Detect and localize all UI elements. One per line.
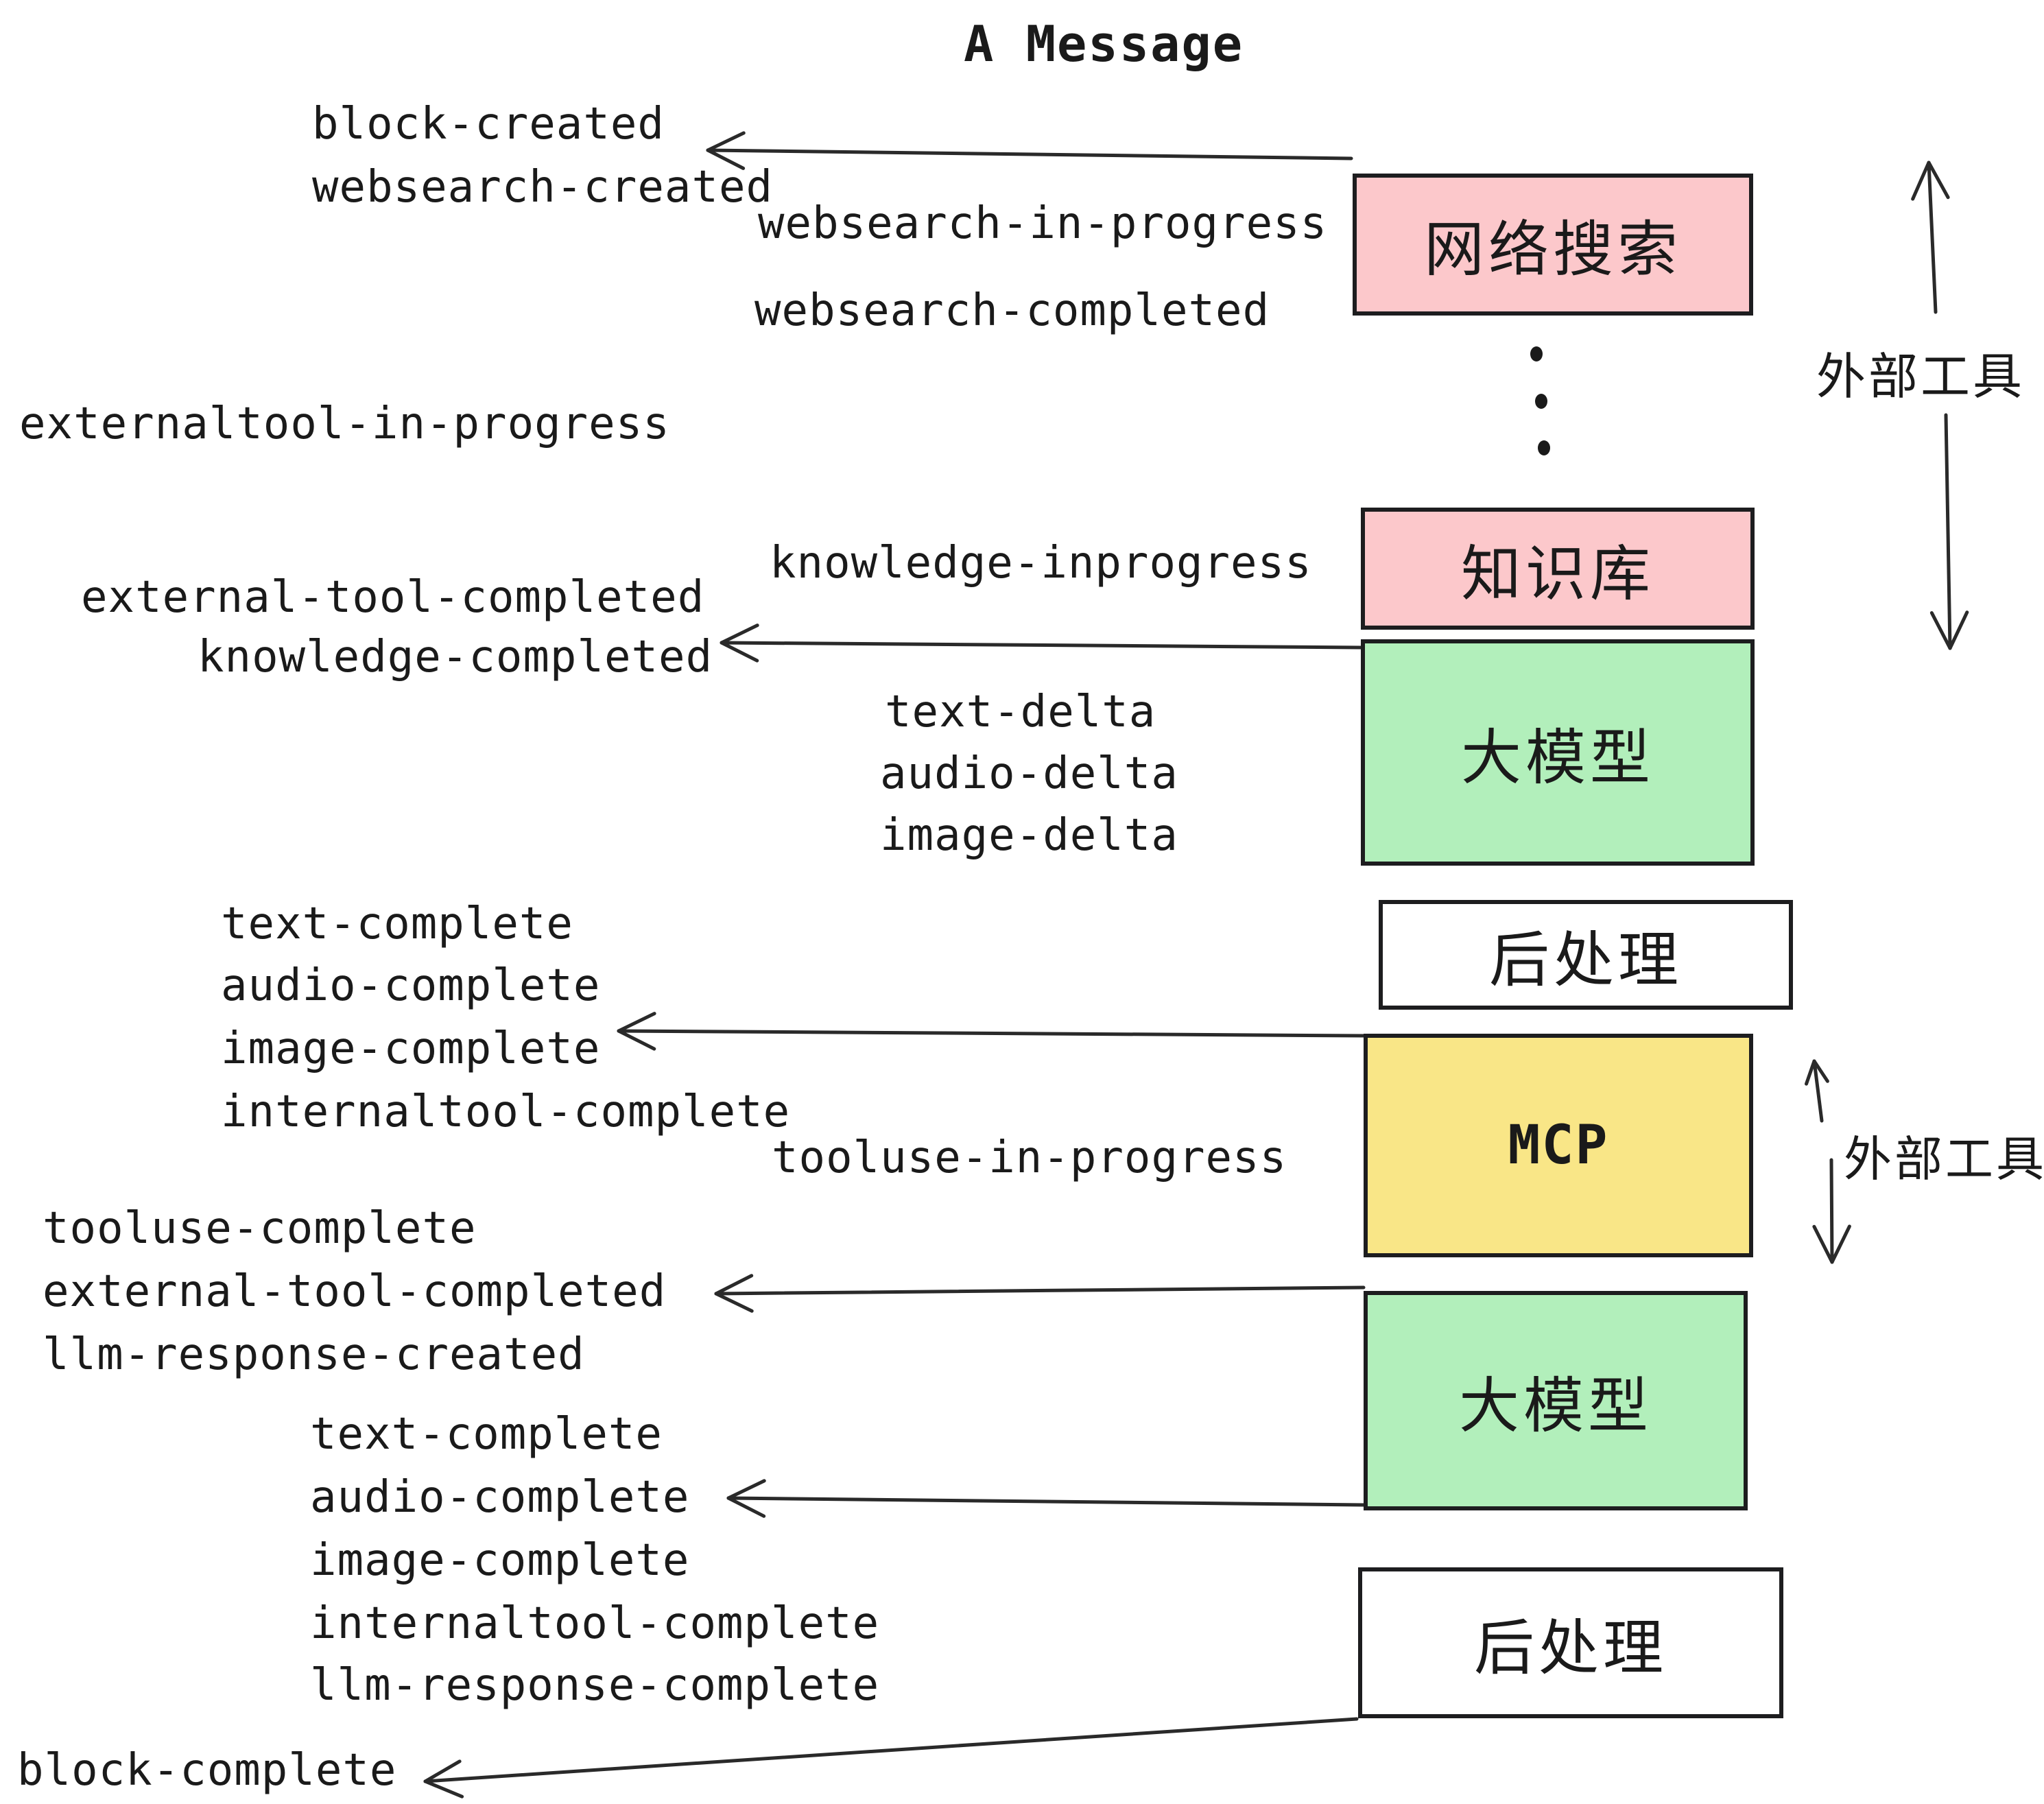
arrow-to-websearch-created-head xyxy=(706,148,746,170)
arrow-to-websearch-created-head xyxy=(706,131,746,152)
box-llm-1: 大模型 xyxy=(1361,639,1755,866)
arrow-to-audio-complete-head xyxy=(726,1496,766,1518)
event-label-block-complete: block-complete xyxy=(17,1745,397,1796)
arrow-external-tools-up-head xyxy=(1911,161,1931,201)
arrow-external-tools-down-head xyxy=(1948,610,1969,650)
ellipsis-dot-1 xyxy=(1530,346,1543,361)
box-llm-2: 大模型 xyxy=(1364,1291,1748,1510)
side-label-external-tools-mcp: 外部工具 xyxy=(1844,1131,2044,1187)
box-llm-1-label: 大模型 xyxy=(1460,722,1654,793)
box-websearch: 网络搜索 xyxy=(1353,174,1753,316)
event-label-external-tool-completed-2: external-tool-completed xyxy=(43,1266,667,1317)
event-label-image-complete-1: image-complete xyxy=(221,1023,601,1074)
box-postprocess-2-label: 后处理 xyxy=(1473,1612,1667,1683)
arrow-to-block-complete-head xyxy=(423,1759,462,1783)
event-label-websearch-created: websearch-created xyxy=(312,162,774,213)
box-postprocess-1: 后处理 xyxy=(1379,900,1793,1010)
event-label-block-created: block-created xyxy=(312,99,665,150)
event-label-external-tool-completed-1: external-tool-completed xyxy=(81,572,705,623)
arrow-to-knowledge-completed-head xyxy=(720,624,759,645)
event-label-internaltool-complete-1: internaltool-complete xyxy=(221,1087,791,1137)
box-mcp: MCP xyxy=(1364,1034,1753,1257)
arrow-to-tooluse-complete-head xyxy=(714,1292,754,1313)
box-websearch-label: 网络搜索 xyxy=(1423,214,1682,285)
arrow-mcp-external-down-head xyxy=(1812,1224,1834,1264)
event-label-knowledge-completed: knowledge-completed xyxy=(198,632,713,683)
arrow-mcp-external-up xyxy=(1812,1059,1824,1123)
event-label-llm-response-created: llm-response-created xyxy=(43,1329,585,1380)
side-label-external-tools-top: 外部工具 xyxy=(1816,348,2025,405)
arrow-mcp-external-up-head xyxy=(1812,1059,1829,1083)
box-mcp-label: MCP xyxy=(1508,1115,1609,1176)
event-label-tooluse-in-progress: tooluse-in-progress xyxy=(772,1132,1287,1183)
event-label-internaltool-complete-2: internaltool-complete xyxy=(310,1598,880,1649)
arrow-mcp-external-down xyxy=(1829,1158,1834,1264)
box-llm-2-label: 大模型 xyxy=(1458,1370,1652,1441)
arrow-to-image-complete-head xyxy=(617,1012,656,1033)
box-knowledge-base: 知识库 xyxy=(1361,508,1755,630)
arrow-to-knowledge-completed xyxy=(720,641,1363,650)
arrow-to-audio-complete-head xyxy=(726,1479,766,1500)
box-knowledge-base-label: 知识库 xyxy=(1460,538,1654,609)
event-label-websearch-in-progress: websearch-in-progress xyxy=(758,198,1328,249)
event-label-knowledge-inprogress: knowledge-inprogress xyxy=(770,538,1312,589)
event-label-audio-delta-1: audio-delta xyxy=(880,748,1178,799)
arrow-external-tools-up-head xyxy=(1927,161,1950,200)
event-label-websearch-completed: websearch-completed xyxy=(754,285,1270,336)
event-label-text-complete-2: text-complete xyxy=(310,1409,663,1460)
event-label-audio-complete-1: audio-complete xyxy=(221,960,601,1011)
arrow-to-block-complete-head xyxy=(423,1779,464,1799)
arrow-to-tooluse-complete-head xyxy=(714,1274,754,1296)
diagram-title: A Message xyxy=(964,15,1244,73)
box-postprocess-1-label: 后处理 xyxy=(1488,924,1683,995)
arrow-to-audio-complete xyxy=(726,1496,1366,1507)
arrow-to-image-complete xyxy=(617,1029,1368,1038)
event-label-audio-complete-2: audio-complete xyxy=(310,1472,690,1523)
ellipsis-dot-3 xyxy=(1538,440,1550,455)
arrow-external-tools-up xyxy=(1927,161,1938,314)
arrow-to-image-complete-head xyxy=(617,1029,656,1051)
arrow-to-knowledge-completed-head xyxy=(720,641,759,663)
event-label-tooluse-complete: tooluse-complete xyxy=(43,1203,477,1254)
arrow-mcp-external-up-head xyxy=(1804,1059,1816,1086)
event-label-text-delta-1: text-delta xyxy=(885,687,1156,737)
box-postprocess-2: 后处理 xyxy=(1358,1567,1783,1718)
event-label-image-delta-1: image-delta xyxy=(880,810,1178,861)
event-label-llm-response-complete: llm-response-complete xyxy=(310,1660,880,1711)
ellipsis-dot-2 xyxy=(1535,394,1547,409)
event-label-image-complete-2: image-complete xyxy=(310,1535,690,1586)
arrow-to-tooluse-complete xyxy=(714,1285,1366,1296)
arrow-to-websearch-created xyxy=(706,148,1353,161)
arrow-mcp-external-down-head xyxy=(1830,1224,1851,1264)
arrow-external-tools-down xyxy=(1944,413,1952,650)
event-label-text-complete-1: text-complete xyxy=(221,899,573,949)
event-label-externaltool-in-progress: externaltool-in-progress xyxy=(19,399,670,449)
arrow-external-tools-down-head xyxy=(1929,610,1952,650)
arrow-to-block-complete xyxy=(423,1717,1359,1783)
